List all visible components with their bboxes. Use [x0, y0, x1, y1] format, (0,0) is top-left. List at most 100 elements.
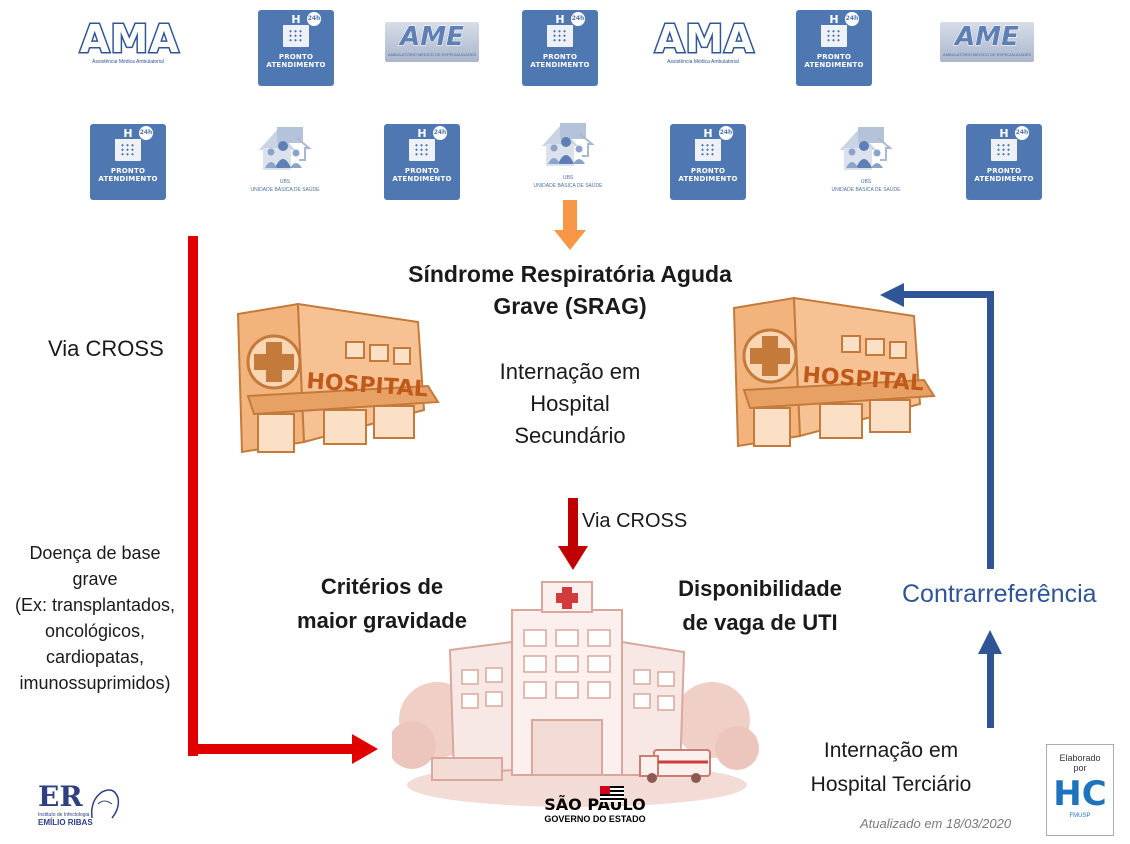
ubs-line2: UNIDADE BÁSICA DE SAÚDE: [831, 187, 901, 193]
24h-badge: 24h: [307, 12, 321, 26]
srag-title-line2: Grave (SRAG): [493, 293, 647, 319]
ame-logo: AME AMBULATÓRIO MÉDICO DE ESPECIALIDADES: [385, 22, 479, 62]
doenca-line3: (Ex: transplantados,: [14, 595, 176, 615]
hospital-building-icon: H 24h: [283, 12, 321, 47]
doenca-line4: oncológicos,: [44, 621, 146, 641]
ama-logo-text: AMA: [79, 17, 181, 61]
disponibilidade-text: Disponibilidade de vaga de UTI: [640, 572, 880, 640]
sao-paulo-logo: SÃO PAULO GOVERNO DO ESTADO: [540, 786, 650, 824]
tertiary-hospital-illustration: [392, 581, 759, 807]
criterios-line2: maior gravidade: [297, 608, 467, 633]
h-letter: H: [115, 128, 141, 139]
ama-logo: AMA Assistência Médica Ambulatorial: [654, 19, 756, 66]
ubs-line2: UNIDADE BÁSICA DE SAÚDE: [250, 187, 320, 193]
24h-badge: 24h: [845, 12, 859, 26]
hc-line1: Elaborado: [1059, 753, 1101, 763]
pronto-atendimento-icon: H 24h PRONTO ATENDIMENTO: [796, 10, 872, 86]
hospital-building-icon: H 24h: [115, 126, 153, 161]
h-letter: H: [821, 14, 847, 25]
blue-arrowhead-up: [978, 630, 1002, 654]
hc-sub: FMUSP: [1069, 813, 1091, 819]
blue-arrow-vertical-upper: [987, 291, 994, 569]
pa-line1: PRONTO: [404, 167, 440, 175]
pa-line1: PRONTO: [816, 53, 852, 61]
portrait-sketch-icon: [90, 789, 120, 819]
ubs-logo: UBS UNIDADE BÁSICA DE SAÚDE: [237, 124, 333, 193]
doenca-line1: Doença de base: [29, 543, 161, 563]
hospital-building-icon: H 24h: [695, 126, 733, 161]
hospital-building-icon: H 24h: [821, 12, 859, 47]
pronto-atendimento-icon: H 24h PRONTO ATENDIMENTO: [522, 10, 598, 86]
pa-line1: PRONTO: [110, 167, 146, 175]
tertiary-hospital-text: Internação em Hospital Terciário: [776, 734, 1006, 802]
red-arrowhead-right: [352, 734, 378, 764]
ubs-house-family-icon: [840, 127, 893, 170]
24h-badge: 24h: [571, 12, 585, 26]
red-arrow-horizontal: [188, 744, 358, 754]
ame-logo-text: AME: [955, 22, 1020, 53]
24h-badge: 24h: [719, 126, 733, 140]
pa-line1: PRONTO: [542, 53, 578, 61]
pa-line2: ATENDIMENTO: [392, 175, 452, 183]
hc-line2: por: [1073, 763, 1087, 773]
sp-line2: GOVERNO DO ESTADO: [544, 814, 646, 824]
pronto-atendimento-icon: H 24h PRONTO ATENDIMENTO: [384, 124, 460, 200]
pronto-atendimento-icon: H 24h PRONTO ATENDIMENTO: [670, 124, 746, 200]
doenca-base-text: Doença de base grave (Ex: transplantados…: [0, 540, 190, 696]
hc-mark: HC: [1053, 774, 1107, 814]
tertiary-line2: Hospital Terciário: [810, 773, 972, 796]
24h-badge: 24h: [433, 126, 447, 140]
ame-logo: AME AMBULATÓRIO MÉDICO DE ESPECIALIDADES: [940, 22, 1034, 62]
pronto-atendimento-icon: H 24h PRONTO ATENDIMENTO: [258, 10, 334, 86]
pa-line2: ATENDIMENTO: [974, 175, 1034, 183]
pronto-atendimento-icon: H 24h PRONTO ATENDIMENTO: [90, 124, 166, 200]
secondary-hospital-text: Internação em Hospital Secundário: [440, 356, 700, 452]
ubs-house-family-icon: [542, 123, 595, 166]
er-mark: ER: [38, 780, 83, 813]
er-line1: Instituto de Infectologia: [38, 812, 90, 818]
hc-logo: Elaborado por HC FMUSP: [1046, 744, 1114, 836]
h-letter: H: [547, 14, 573, 25]
via-cross-center: Via CROSS: [582, 510, 688, 532]
secondary-line3: Secundário: [514, 423, 626, 448]
ame-logo-subtitle: AMBULATÓRIO MÉDICO DE ESPECIALIDADES: [387, 52, 477, 57]
ubs-line1: UBS: [279, 179, 291, 185]
ubs-line1: UBS: [860, 179, 872, 185]
h-letter: H: [283, 14, 309, 25]
pa-line1: PRONTO: [278, 53, 314, 61]
pa-line2: ATENDIMENTO: [530, 61, 590, 69]
24h-badge: 24h: [139, 126, 153, 140]
ubs-logo: UBS UNIDADE BÁSICA DE SAÚDE: [520, 120, 616, 189]
blue-arrowhead-left: [880, 283, 904, 307]
pa-line1: PRONTO: [690, 167, 726, 175]
via-cross-left: Via CROSS: [48, 336, 164, 361]
emilio-ribas-logo: ER Instituto de Infectologia EMÍLIO RIBA…: [38, 782, 148, 834]
h-letter: H: [991, 128, 1017, 139]
red-down-arrow-center: [558, 498, 588, 570]
pa-line2: ATENDIMENTO: [266, 61, 326, 69]
hospital-icon-right: HOSPITAL: [732, 296, 936, 448]
ubs-line1: UBS: [562, 175, 574, 181]
red-arrow-vertical: [188, 236, 198, 756]
orange-down-arrow: [554, 200, 586, 250]
sp-line1: SÃO PAULO: [544, 795, 646, 814]
doenca-line2: grave: [72, 569, 118, 589]
srag-title: Síndrome Respiratória Aguda Grave (SRAG): [360, 258, 780, 322]
ama-logo-subtitle: Assistência Médica Ambulatorial: [667, 59, 739, 65]
h-letter: H: [695, 128, 721, 139]
ubs-line2: UNIDADE BÁSICA DE SAÚDE: [533, 183, 603, 189]
srag-title-line1: Síndrome Respiratória Aguda: [408, 261, 732, 287]
contrarreferencia-label: Contrarreferência: [902, 580, 1097, 608]
ame-logo-subtitle: AMBULATÓRIO MÉDICO DE ESPECIALIDADES: [942, 52, 1032, 57]
tertiary-line1: Internação em: [823, 739, 959, 762]
pa-line1: PRONTO: [986, 167, 1022, 175]
secondary-line2: Hospital: [530, 391, 610, 416]
ubs-house-family-icon: [259, 127, 312, 170]
blue-arrow-vertical-lower: [987, 650, 994, 728]
24h-badge: 24h: [1015, 126, 1029, 140]
pa-line2: ATENDIMENTO: [98, 175, 158, 183]
ama-logo: AMA Assistência Médica Ambulatorial: [79, 17, 181, 66]
doenca-line5: cardiopatas,: [45, 647, 145, 667]
hospital-building-icon: H 24h: [991, 126, 1029, 161]
h-letter: H: [409, 128, 435, 139]
